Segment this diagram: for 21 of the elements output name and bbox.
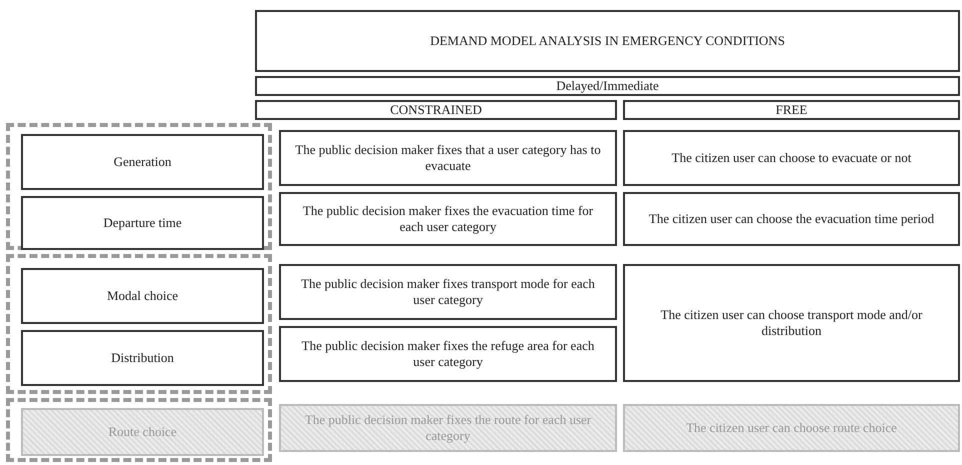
table-cell: The citizen user can choose to evacuate or not — [623, 130, 960, 186]
table-cell: The public decision maker fixes the evacuation time for each user category — [279, 192, 617, 246]
table-cell: The public decision maker fixes that a user category has to evacuate — [279, 130, 617, 186]
row-label-cell: Route choice — [21, 408, 264, 456]
dashed-group-frame — [6, 254, 272, 394]
row-label-cell: Generation — [21, 134, 264, 190]
table-cell: The citizen user can choose route choice — [623, 404, 960, 452]
table-cell: The public decision maker fixes the route for each user category — [279, 404, 617, 452]
dashed-group-frame — [6, 123, 272, 250]
table-cell: The public decision maker fixes transport mode for each user category — [279, 264, 617, 320]
table-cell: The public decision maker fixes the refuge area for each user category — [279, 326, 617, 382]
header-cell: Delayed/Immediate — [255, 76, 960, 96]
row-label-cell: Departure time — [21, 196, 264, 250]
row-label-cell: Modal choice — [21, 268, 264, 324]
dashed-group-frame — [6, 398, 272, 462]
header-cell: CONSTRAINED — [255, 100, 617, 120]
table-cell: The citizen user can choose the evacuation time period — [623, 192, 960, 246]
header-cell: FREE — [623, 100, 960, 120]
title-cell: DEMAND MODEL ANALYSIS IN EMERGENCY CONDITIONS — [255, 10, 960, 72]
table-cell: The citizen user can choose transport mode and/or distribution — [623, 264, 960, 382]
row-label-cell: Distribution — [21, 330, 264, 386]
